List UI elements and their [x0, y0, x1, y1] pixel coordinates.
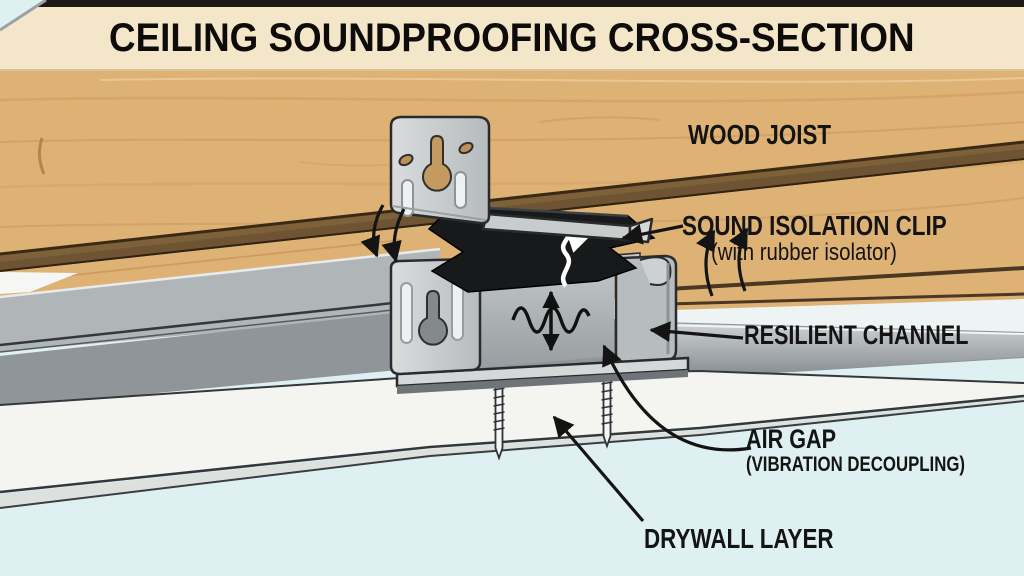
screw — [493, 377, 505, 461]
label-arrows — [552, 224, 752, 523]
air-gap-band — [660, 299, 1024, 332]
vibration-arrows — [360, 204, 749, 297]
wood-joist-graphic — [0, 70, 1024, 312]
keyhole-slot — [422, 134, 452, 192]
drywall-gap-wedge — [0, 272, 78, 294]
label-isolation-clip-sub: (with rubber isolator) — [711, 239, 897, 266]
title-text: CEILING SOUNDPROOFING CROSS-SECTION — [109, 15, 915, 60]
page-title: CEILING SOUNDPROOFING CROSS-SECTION — [0, 12, 1024, 64]
channel-receding-band — [655, 323, 1024, 379]
label-resilient-channel: RESILIENT CHANNEL — [744, 320, 969, 350]
resilient-channel-arrow — [649, 321, 744, 343]
label-air-gap-sub: (VIBRATION DECOUPLING) — [746, 453, 966, 476]
title-banner — [0, 0, 1024, 71]
drywall-arrow — [552, 415, 645, 523]
isolation-clip-graphic — [389, 115, 654, 244]
air-gap-arrow — [602, 344, 752, 452]
far-channel-edge-lines — [667, 266, 1024, 306]
vibration-spring-icon — [511, 290, 591, 352]
keyhole-slot — [418, 289, 448, 346]
label-air-gap: AIR GAP — [746, 424, 837, 454]
channel-flange-highlight — [659, 324, 1024, 335]
label-drywall: DRYWALL LAYER — [644, 523, 834, 554]
label-isolation-clip: SOUND ISOLATION CLIP — [682, 210, 947, 241]
label-wood-joist: WOOD JOIST — [688, 119, 832, 150]
joist-edge-strip — [0, 140, 1024, 272]
screw — [601, 371, 613, 449]
clip-arrow — [621, 224, 684, 245]
